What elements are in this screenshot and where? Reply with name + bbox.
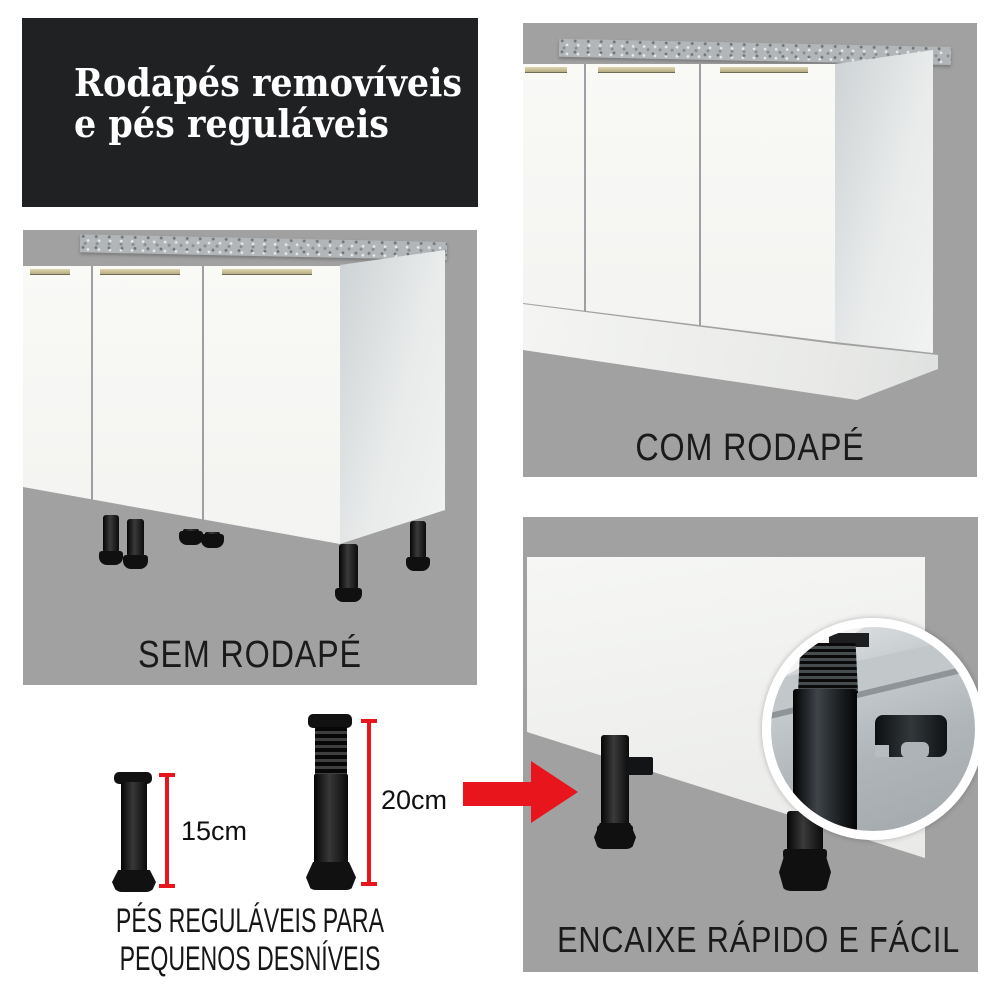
red-arrow-right-icon [463, 782, 531, 806]
threaded-leg-icon [798, 643, 858, 693]
leg-shaft-icon [793, 689, 857, 831]
bracket-bottom-cap [159, 884, 175, 888]
feet-caption: PÉS REGULÁVEIS PARA PEQUENOS DESNÍVEIS [100, 902, 399, 978]
panel-com-rodape: COM RODAPÉ [523, 23, 977, 477]
leg-foot-flare [779, 849, 831, 891]
door-handle [598, 67, 675, 73]
door-handle [30, 269, 70, 275]
cabinet-door [204, 266, 340, 544]
cabinet-side-panel [340, 250, 445, 544]
cabinet-leg [123, 519, 148, 569]
snap-clip-icon [875, 715, 947, 758]
bracket-line [165, 773, 169, 888]
title-line-1: Rodapés removíveis [74, 60, 463, 105]
magnifier-circle-inset [762, 618, 978, 840]
page-title: Rodapés removíveis e pés reguláveis [74, 62, 462, 144]
cabinet-front [23, 266, 340, 544]
bracket-bottom-cap [361, 882, 377, 886]
foot-flare [306, 862, 356, 890]
cabinet-leg [406, 521, 430, 571]
measure-bracket-20cm [361, 719, 377, 886]
cabinet-side-panel [835, 50, 933, 353]
foot-cap [114, 772, 152, 784]
measure-label-20cm: 20cm [381, 785, 448, 815]
cabinet-granite-countertop [79, 234, 448, 260]
foot-shaft [314, 774, 348, 866]
panel-encaixe: ENCAIXE RÁPIDO E FÁCIL [523, 517, 978, 972]
adjustable-foot-15cm-icon [112, 770, 156, 892]
cabinet-leg [335, 544, 362, 602]
cabinet-leg [99, 515, 123, 565]
title-line-2: e pés reguláveis [74, 101, 389, 146]
measure-bracket-15cm [159, 773, 175, 888]
feet-caption-line-1: PÉS REGULÁVEIS PARA [115, 902, 385, 940]
adjustable-foot-20cm-icon [306, 714, 356, 890]
caption-encaixe: ENCAIXE RÁPIDO E FÁCIL [557, 919, 961, 960]
leg-foot-flare [594, 823, 636, 849]
title-banner: Rodapés removíveis e pés reguláveis [22, 18, 478, 207]
caption-sem-rodape: SEM RODAPÉ [138, 634, 362, 676]
door-handle [222, 269, 312, 275]
leg-clip-attachment [627, 757, 653, 775]
red-arrow-right-head-icon [531, 761, 578, 823]
cabinet-door [701, 64, 835, 342]
measure-label-15cm: 15cm [181, 816, 248, 846]
cabinet-leg [597, 735, 633, 839]
door-handle [720, 67, 808, 73]
cabinet-front [523, 64, 835, 342]
foot-cap [308, 714, 352, 728]
bracket-line [367, 719, 371, 886]
cabinet-door [523, 64, 584, 342]
feet-caption-line-2: PEQUENOS DESNÍVEIS [119, 940, 381, 978]
panel-sem-rodape: SEM RODAPÉ [23, 230, 477, 685]
cabinet-leg [201, 532, 224, 548]
foot-flare [112, 870, 156, 892]
cabinet-door [93, 266, 202, 544]
foot-threads [315, 727, 347, 776]
cabinet-door [23, 266, 91, 544]
door-handle [100, 269, 180, 275]
foot-shaft [121, 782, 147, 874]
cabinet-leg [179, 529, 203, 545]
caption-com-rodape: COM RODAPÉ [635, 427, 865, 469]
door-handle [525, 67, 567, 73]
cabinet-door [586, 64, 699, 342]
